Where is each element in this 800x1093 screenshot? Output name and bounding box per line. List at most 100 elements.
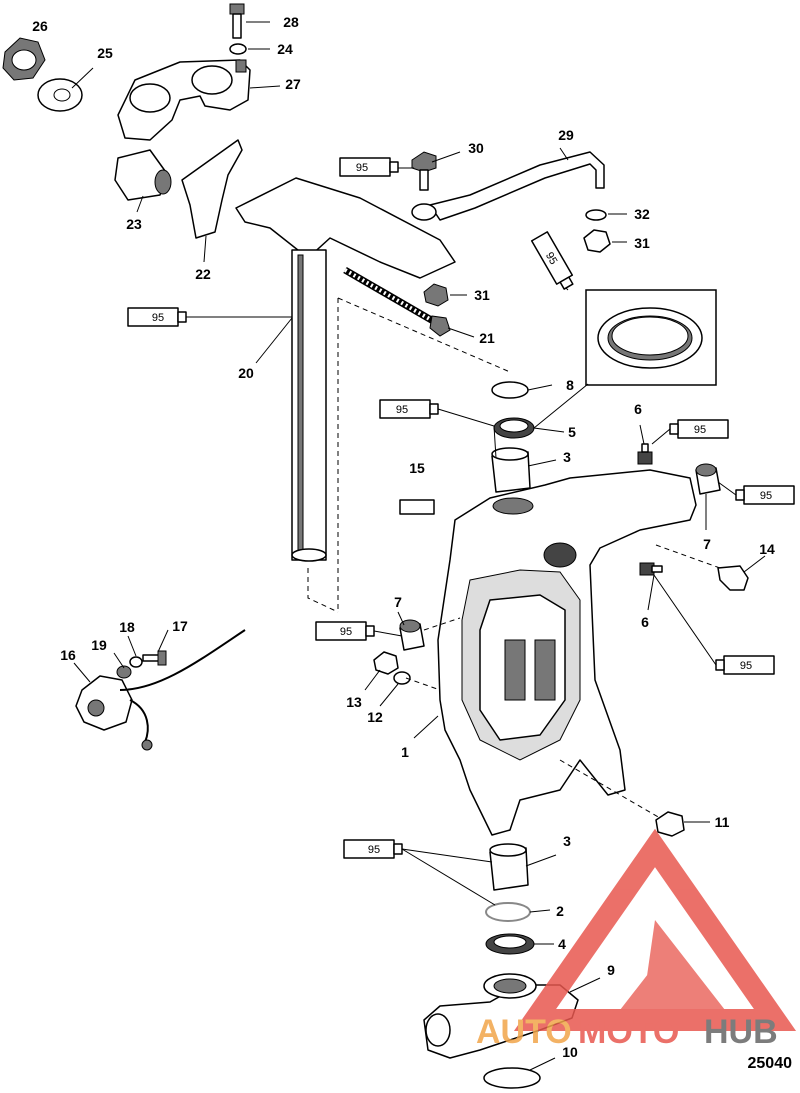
part-2-o-ring	[485, 902, 531, 922]
watermark-triangle	[513, 828, 797, 1031]
assembly-lines	[307, 297, 721, 819]
svg-text:95: 95	[152, 312, 164, 324]
callout-10: 10	[562, 1044, 578, 1060]
callout-8: 8	[566, 377, 574, 393]
watermark-text-auto: AUTO	[476, 1013, 572, 1051]
callout-11: 11	[715, 814, 730, 830]
callout-24: 24	[277, 41, 293, 57]
seal-detail-inset	[585, 289, 717, 386]
part-19-washer	[116, 665, 132, 679]
part-28-bolt	[229, 3, 245, 39]
leader-lines	[71, 21, 766, 1071]
callout-15: 15	[409, 460, 425, 476]
svg-text:95: 95	[368, 844, 380, 856]
part-10-snap-ring	[483, 1067, 541, 1089]
svg-text:95: 95	[694, 424, 706, 436]
part-17-screw	[142, 650, 167, 666]
part-26-nut	[2, 37, 46, 81]
part-32-washer	[585, 209, 607, 221]
callout-1: 1	[401, 744, 409, 760]
part-6-fitting-upper	[637, 443, 653, 465]
svg-text:95: 95	[543, 250, 560, 267]
part-30-bolt	[411, 151, 437, 191]
part-24-washer	[229, 43, 247, 55]
part-15-decal	[399, 499, 435, 515]
part-11-bolt	[655, 811, 685, 837]
callout-19: 19	[91, 637, 107, 653]
callout-13: 13	[346, 694, 362, 710]
part-12-washer	[393, 671, 411, 685]
svg-text:95: 95	[340, 626, 352, 638]
part-29-link-rod	[411, 151, 605, 221]
callout-7-left: 7	[394, 594, 402, 610]
part-1-swivel-bracket	[437, 469, 697, 836]
callout-23: 23	[126, 216, 142, 232]
lube-tube-95: 95	[715, 655, 775, 675]
svg-text:95: 95	[760, 490, 772, 502]
callout-18: 18	[119, 619, 135, 635]
callout-30: 30	[468, 140, 484, 156]
callout-7-right: 7	[703, 536, 711, 552]
part-5-seal	[493, 417, 535, 439]
callout-27: 27	[285, 76, 301, 92]
callout-22: 22	[195, 266, 211, 282]
part-20-steering-tube	[235, 177, 456, 562]
callout-21: 21	[479, 330, 495, 346]
part-27-clamp	[117, 59, 251, 141]
part-13-nut	[373, 651, 399, 675]
callout-26: 26	[32, 18, 48, 34]
callout-16: 16	[60, 647, 76, 663]
lube-tube-95: 95	[127, 307, 187, 327]
callout-labels: 26 25 28 24 27 23 22 30 29 32 31 31 21 2…	[32, 14, 775, 1060]
part-7-bushing-right	[695, 463, 721, 495]
part-22-plate	[181, 139, 243, 239]
part-16-trim-sensor	[75, 629, 246, 751]
callout-31-right: 31	[634, 235, 650, 251]
callout-5: 5	[568, 424, 576, 440]
automotohub-watermark: AUTO MOTO HUB	[476, 828, 797, 1051]
svg-text:95: 95	[740, 660, 752, 672]
callout-9: 9	[607, 962, 615, 978]
callout-4: 4	[558, 936, 566, 952]
part-8-o-ring	[491, 381, 529, 399]
lube-tube-95: 95	[343, 839, 403, 859]
callout-3-lower: 3	[563, 833, 571, 849]
lube-tube-95: 95	[669, 419, 729, 439]
callout-32: 32	[634, 206, 650, 222]
callout-25: 25	[97, 45, 113, 61]
part-21-bolt	[343, 266, 451, 337]
part-7-bushing-left	[399, 619, 425, 651]
callout-29: 29	[558, 127, 574, 143]
lube-tube-95: 95	[530, 231, 574, 290]
part-3-bushing-upper	[491, 447, 531, 493]
part-14-bolt	[717, 565, 749, 591]
callout-28: 28	[283, 14, 299, 30]
callout-31-upper: 31	[474, 287, 490, 303]
callout-20: 20	[238, 365, 254, 381]
part-31-nut-upper	[423, 283, 449, 307]
part-4-seal	[485, 933, 535, 955]
callout-6-lower: 6	[641, 614, 649, 630]
callout-3-upper: 3	[563, 449, 571, 465]
part-3-bushing-lower	[489, 843, 529, 891]
figure-number: 25040	[748, 1055, 793, 1072]
callout-14: 14	[759, 541, 775, 557]
part-25-washer	[37, 78, 83, 112]
callout-2: 2	[556, 903, 564, 919]
watermark-text-hub: HUB	[704, 1013, 778, 1051]
part-31-nut-right	[583, 229, 611, 253]
watermark-text-moto: MOTO	[578, 1013, 679, 1051]
svg-text:95: 95	[396, 404, 408, 416]
svg-text:95: 95	[356, 162, 368, 174]
part-23-bushing	[114, 149, 172, 201]
callout-12: 12	[367, 709, 383, 725]
lube-tube-95: 95	[379, 399, 439, 419]
part-6-fitting-lower	[639, 562, 663, 576]
lube-tube-95: 95	[339, 157, 399, 177]
callout-17: 17	[172, 618, 188, 634]
part-18-washer	[129, 656, 143, 668]
lube-tube-95: 95	[315, 621, 375, 641]
callout-6-upper: 6	[634, 401, 642, 417]
lube-tube-95: 95	[735, 485, 795, 505]
